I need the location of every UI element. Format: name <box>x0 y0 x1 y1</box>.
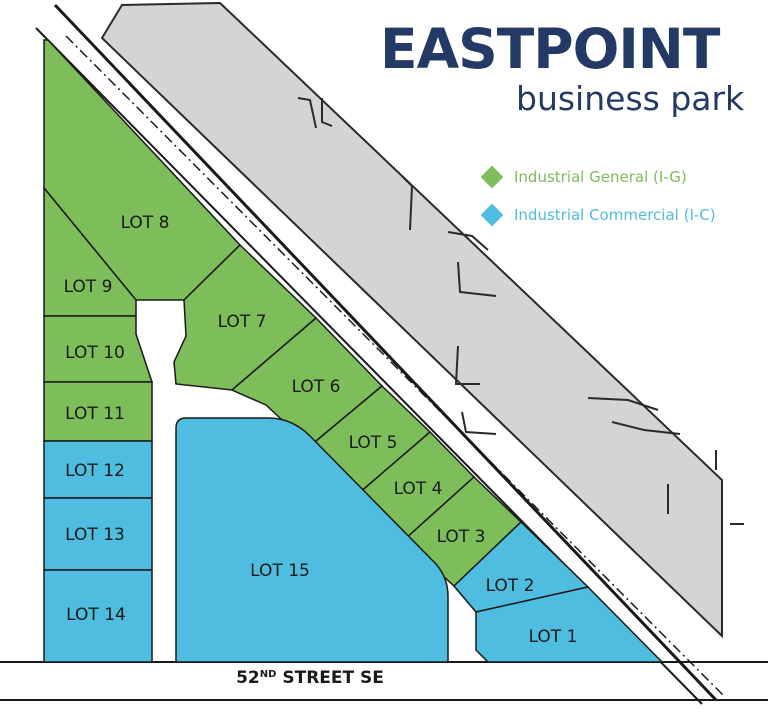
rail-corridor <box>100 1 723 639</box>
lot-label: LOT 13 <box>65 525 125 545</box>
lot-label: LOT 2 <box>486 576 535 596</box>
brand-title-point: POINT <box>533 17 720 81</box>
brand-title: EASTPOINT <box>380 22 720 77</box>
industrial-commercial-lots <box>43 417 664 663</box>
lot-15-parcel[interactable] <box>175 417 449 663</box>
street-label: 52ND STREET SE <box>210 668 410 688</box>
lot-label: LOT 4 <box>394 479 443 499</box>
brand-title-east: EAST <box>380 17 534 81</box>
lot-14-parcel[interactable] <box>43 569 153 663</box>
street-number: 52 <box>236 668 260 688</box>
side-roads <box>297 97 744 525</box>
green-diamond-icon <box>480 165 504 189</box>
lot-1-parcel[interactable] <box>475 586 664 663</box>
lot-label: LOT 12 <box>65 461 125 481</box>
lot-label: LOT 10 <box>65 343 125 363</box>
brand-subtitle: business park <box>516 79 745 118</box>
lot-label: LOT 11 <box>65 404 125 424</box>
lot-10-parcel[interactable] <box>43 315 154 383</box>
lot-label: LOT 9 <box>64 277 113 297</box>
lot-label: LOT 5 <box>349 433 398 453</box>
map-legend: Industrial General (I-G) Industrial Comm… <box>478 162 716 230</box>
legend-item-industrial-general: Industrial General (I-G) <box>478 162 716 192</box>
street-name: STREET SE <box>276 668 384 688</box>
lot-label: LOT 1 <box>529 627 578 647</box>
lot-label: LOT 8 <box>121 213 170 233</box>
lot-label: LOT 7 <box>218 312 267 332</box>
lot-label: LOT 15 <box>250 561 310 581</box>
lot-label: LOT 6 <box>292 377 341 397</box>
street-ordinal: ND <box>259 669 277 680</box>
lot-labels: LOT 8 LOT 9 LOT 10 LOT 11 LOT 12 LOT 13 … <box>64 213 578 647</box>
legend-label: Industrial Commercial (I-C) <box>514 206 716 224</box>
legend-label: Industrial General (I-G) <box>514 168 687 186</box>
legend-item-industrial-commercial: Industrial Commercial (I-C) <box>478 200 716 230</box>
blue-diamond-icon <box>480 203 504 227</box>
lot-label: LOT 14 <box>66 605 126 625</box>
lot-label: LOT 3 <box>437 527 486 547</box>
